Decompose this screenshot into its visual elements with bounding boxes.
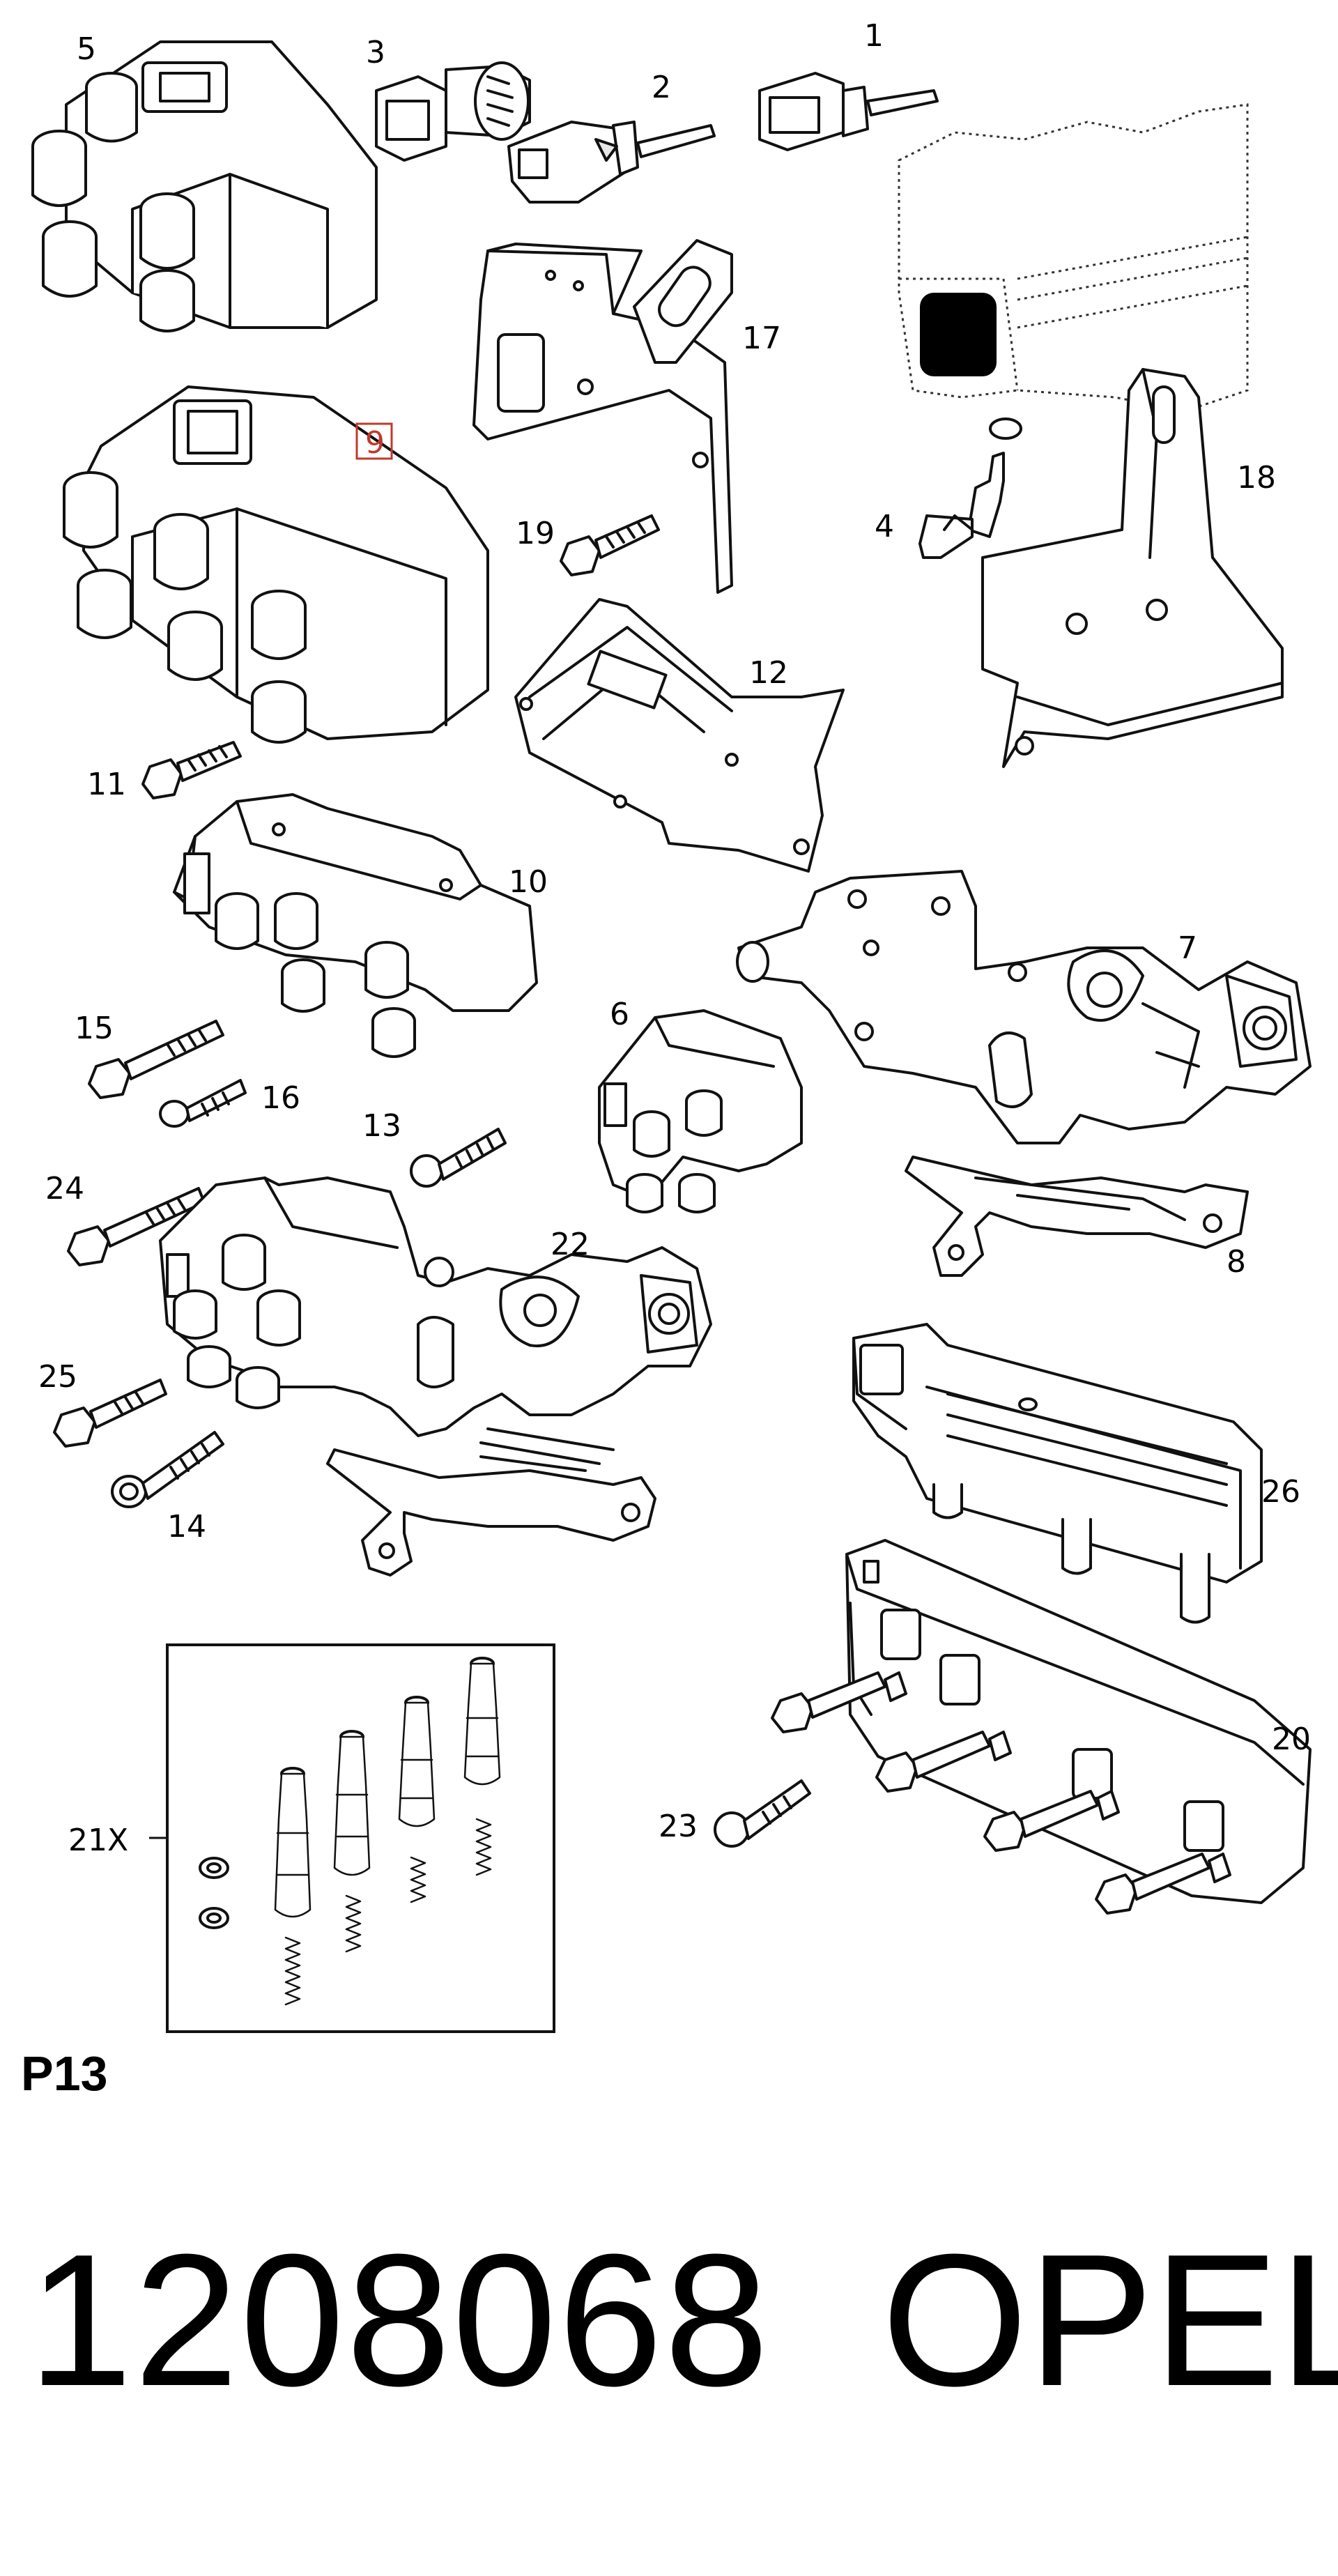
callout-5: 5: [77, 31, 96, 67]
callout-14: 14: [167, 1509, 206, 1544]
part-24-bolt: [67, 1187, 206, 1266]
part-25-bolt: [53, 1379, 167, 1448]
callout-19: 19: [516, 516, 555, 551]
part-3-sensor: [375, 61, 531, 162]
callout-9: 9: [365, 425, 385, 461]
part-9-ignition-coil: [63, 385, 489, 744]
callout-15: 15: [75, 1011, 114, 1046]
part-20-dis-coil: [845, 1539, 1312, 1904]
part-5-ignition-coil: [31, 40, 378, 332]
callout-2: 2: [652, 70, 671, 105]
kit-21x-connectors: [199, 1657, 501, 2006]
part-8-gasket: [905, 1156, 1249, 1277]
part-19-bolt: [560, 514, 660, 576]
part-15-bolt: [88, 1020, 224, 1099]
callout-25: 25: [38, 1359, 77, 1395]
part-20-bolts: [771, 1671, 1231, 1915]
part-18-bracket: [981, 368, 1284, 768]
intake-manifold-outline: [898, 103, 1249, 413]
callout-22: 22: [551, 1227, 590, 1262]
callout-23: 23: [659, 1809, 698, 1844]
part-7-manifold-body: [736, 870, 1312, 1144]
part-13-screw: [410, 1128, 507, 1188]
part-11-bolt: [141, 741, 242, 799]
callout-8: 8: [1226, 1244, 1246, 1280]
part-23-screw: [714, 1779, 811, 1848]
callout-18: 18: [1237, 460, 1276, 496]
callout-1: 1: [864, 18, 884, 54]
callout-12: 12: [749, 655, 788, 691]
part-2-temperature-sensor: [507, 121, 716, 204]
callout-24: 24: [45, 1171, 84, 1206]
callout-17: 17: [742, 321, 781, 356]
callout-9-highlight-box: [355, 422, 393, 460]
callout-7: 7: [1178, 930, 1197, 966]
callout-3: 3: [366, 35, 385, 70]
callout-10: 10: [509, 864, 548, 900]
part-6-coil-pack: [598, 1009, 803, 1213]
page-code: P13: [21, 2046, 108, 2101]
callout-20: 20: [1272, 1722, 1311, 1757]
part-1-sensor: [758, 72, 939, 151]
callout-16: 16: [261, 1080, 300, 1116]
callout-26: 26: [1261, 1474, 1300, 1510]
part-4-sensor: [918, 417, 1022, 559]
callout-4: 4: [875, 509, 894, 544]
part-12-bracket: [514, 598, 845, 873]
callout-11: 11: [87, 767, 126, 802]
part-number: 1208068: [28, 2216, 771, 2425]
callout-6: 6: [610, 997, 629, 1032]
part-10-ignition-module: [173, 793, 538, 1058]
part-14-bolt: [111, 1431, 224, 1508]
part-22-manifold-with-coil: [159, 1176, 712, 1437]
part-16-screw: [159, 1079, 247, 1128]
part-26-coil-rail: [852, 1323, 1263, 1624]
brand-name: OPEL: [882, 2216, 1338, 2425]
part-17-bracket: [472, 239, 733, 594]
part-22-gasket: [326, 1427, 656, 1577]
callout-13: 13: [362, 1108, 401, 1144]
callout-21x: 21X: [68, 1823, 128, 1858]
